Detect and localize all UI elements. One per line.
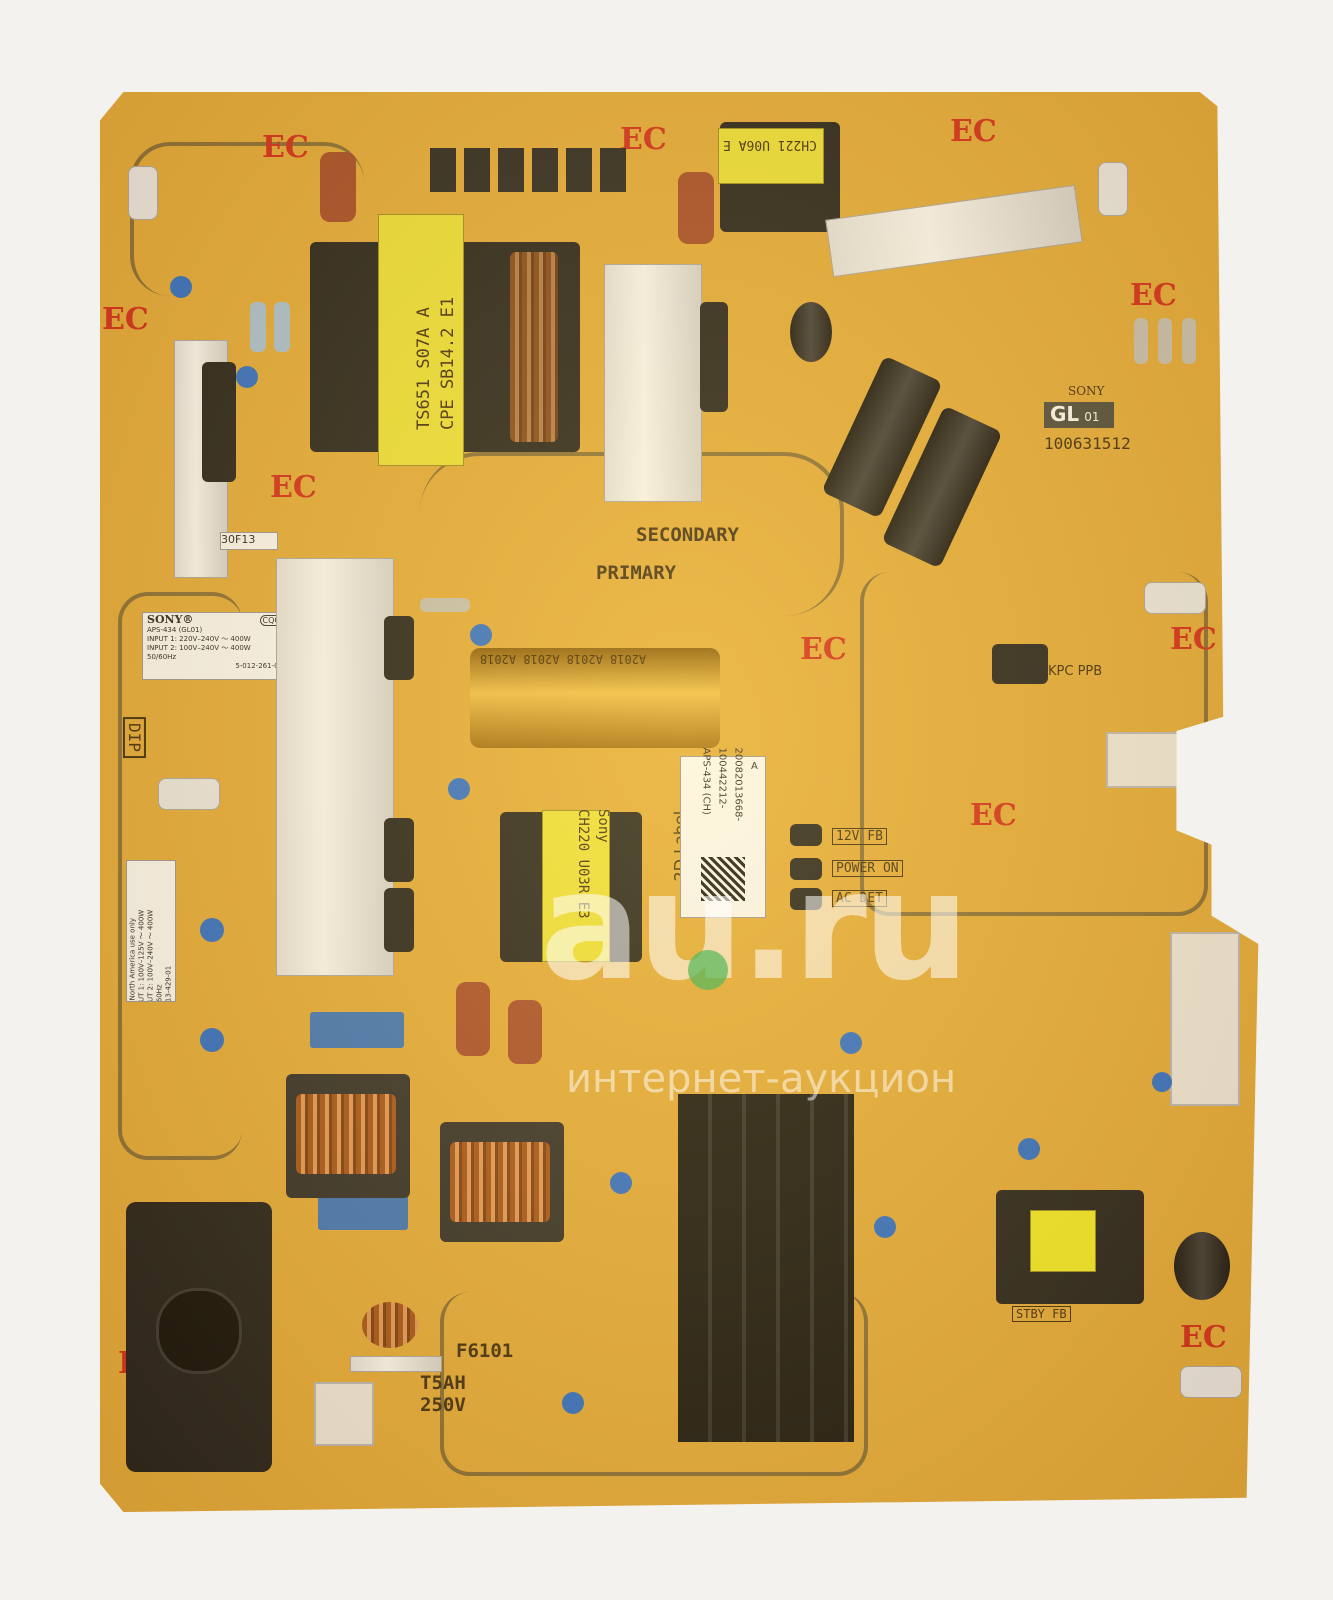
resistor-5 bbox=[1182, 318, 1196, 364]
ec-mark-7: EC bbox=[970, 798, 1017, 833]
connector-right-small[interactable] bbox=[1106, 732, 1210, 788]
secondary-label: SECONDARY bbox=[636, 524, 739, 546]
ceramic-cap-6 bbox=[470, 624, 492, 646]
film-capacitor-4 bbox=[508, 1000, 542, 1064]
ceramic-cap-9 bbox=[840, 1032, 862, 1054]
choke-2-winding bbox=[450, 1142, 550, 1222]
ec-mark-3: EC bbox=[950, 114, 997, 149]
ceramic-cap-7 bbox=[610, 1172, 632, 1194]
connector-right-large[interactable] bbox=[1170, 932, 1240, 1106]
film-capacitor-3 bbox=[456, 982, 490, 1056]
ec-mark-8: EC bbox=[102, 302, 149, 337]
resistor-4 bbox=[1158, 318, 1172, 364]
ceramic-cap-2 bbox=[236, 366, 258, 388]
diode-2 bbox=[464, 148, 490, 192]
bulk-capacitor: A2018 A2018 A2018 A2018 bbox=[470, 648, 720, 748]
pfc-transformer-label: CH220 U03R E3 Sony bbox=[542, 809, 611, 962]
north-america-rating-sticker: For North America use only INPUT 1: 100V… bbox=[126, 860, 176, 1002]
label-ac-det: AC DET bbox=[832, 890, 887, 907]
mounting-tab-top-right bbox=[1098, 162, 1128, 216]
sony-small-logo: SONY bbox=[1068, 384, 1105, 398]
heatsink-top-middle bbox=[604, 264, 702, 502]
ec-mark-5: EC bbox=[1170, 622, 1217, 657]
fuse-rating-1: T5AH bbox=[420, 1372, 466, 1394]
optocoupler-1 bbox=[790, 824, 822, 846]
ceramic-cap-4 bbox=[200, 1028, 224, 1052]
ceramic-cap-12 bbox=[1152, 1072, 1172, 1092]
fuse-rating-2: 250V bbox=[420, 1394, 466, 1416]
film-capacitor-2 bbox=[678, 172, 714, 244]
output-capacitor-bottom bbox=[1174, 1232, 1230, 1300]
gl-code-box: GL 01 bbox=[1044, 402, 1114, 428]
ec-mark-2: EC bbox=[620, 122, 667, 157]
fuse-ref: F6101 bbox=[456, 1340, 514, 1362]
regulator-ic bbox=[992, 644, 1048, 684]
transformer-winding bbox=[510, 252, 558, 442]
transistor-primary-3 bbox=[384, 888, 414, 952]
qr-code bbox=[701, 857, 745, 901]
small-choke-271 bbox=[362, 1302, 418, 1348]
standby-transformer-bottom-core bbox=[1030, 1210, 1096, 1272]
connector-bottom-left[interactable] bbox=[314, 1382, 374, 1446]
kpc-ppb-marking: KPC PPB bbox=[1048, 664, 1103, 679]
ec-mark-1: EC bbox=[262, 130, 309, 165]
transistor-left-top bbox=[202, 362, 236, 482]
transistor-top-middle bbox=[700, 302, 728, 412]
standby-transformer-label: CH221 U06A E bbox=[718, 128, 824, 184]
ec-mark-10: EC bbox=[1180, 1320, 1227, 1355]
label-power-on: POWER ON bbox=[832, 860, 903, 877]
label-stby-fb: STBY FB bbox=[1012, 1306, 1071, 1322]
trace-left-loop bbox=[118, 592, 242, 1160]
diode-5 bbox=[566, 148, 592, 192]
heatsink-bottom-black bbox=[678, 1094, 854, 1442]
ac-inlet-socket[interactable] bbox=[156, 1288, 242, 1374]
sony-rating-sticker: SONY® CQC APS-434 (GL01) INPUT 1: 220V–2… bbox=[142, 612, 288, 680]
metal-bracket-top-right bbox=[825, 184, 1083, 278]
ec-mark-4: EC bbox=[1130, 278, 1177, 313]
ceramic-cap-10 bbox=[874, 1216, 896, 1238]
transistor-primary-1 bbox=[384, 616, 414, 680]
optocoupler-2 bbox=[790, 858, 822, 880]
mounting-tab-left bbox=[158, 778, 220, 810]
power-supply-board: EC EC EC EC EC EC EC EC EC EC EC TS651 S… bbox=[100, 92, 1259, 1512]
ceramic-cap-8 bbox=[562, 1392, 584, 1414]
resistor-3 bbox=[1134, 318, 1148, 364]
x-capacitor-blue bbox=[310, 1012, 404, 1048]
dip-marking: DIP bbox=[122, 717, 146, 758]
watermark-logo: au.ru bbox=[540, 840, 970, 1014]
diode-4 bbox=[532, 148, 558, 192]
electrolytic-capacitor-small bbox=[790, 302, 832, 362]
watermark-tagline: интернет-аукцион bbox=[566, 1056, 957, 1102]
mounting-tab-mid-right bbox=[1144, 582, 1206, 614]
resistor-2 bbox=[274, 302, 290, 352]
ec-mark-6: EC bbox=[800, 632, 847, 667]
x-capacitor-blue-2 bbox=[318, 1192, 408, 1230]
ceramic-cap-1 bbox=[170, 276, 192, 298]
main-transformer-label: TS651 S07A A CPE SB14.2 E1 bbox=[378, 214, 464, 466]
board-serial: 100631512 bbox=[1044, 434, 1131, 453]
optocoupler-3 bbox=[790, 888, 822, 910]
film-capacitor-1 bbox=[320, 152, 356, 222]
ceramic-cap-5 bbox=[448, 778, 470, 800]
chip-30f13: 30F13 bbox=[220, 532, 278, 550]
diode-1 bbox=[430, 148, 456, 192]
fuse-f6101 bbox=[350, 1356, 442, 1372]
choke-1-winding bbox=[296, 1094, 396, 1174]
mounting-tab-top-left bbox=[128, 166, 158, 220]
mounting-tab-bottom-right bbox=[1180, 1366, 1242, 1398]
ceramic-cap-11 bbox=[1018, 1138, 1040, 1160]
resistor-6 bbox=[420, 598, 470, 612]
heatsink-primary-large bbox=[276, 558, 394, 976]
primary-label: PRIMARY bbox=[596, 562, 677, 584]
ec-mark-9: EC bbox=[270, 470, 317, 505]
label-12v-fb: 12V FB bbox=[832, 828, 887, 845]
diode-3 bbox=[498, 148, 524, 192]
trace-bottom bbox=[440, 1292, 868, 1476]
watermark-dot-icon bbox=[688, 950, 728, 990]
resistor-1 bbox=[250, 302, 266, 352]
transistor-primary-2 bbox=[384, 818, 414, 882]
ceramic-cap-3 bbox=[200, 918, 224, 942]
diode-6 bbox=[600, 148, 626, 192]
sticker-2d-barcode: APS-434 (CH) 100442212- 20082013668- A bbox=[680, 748, 766, 918]
